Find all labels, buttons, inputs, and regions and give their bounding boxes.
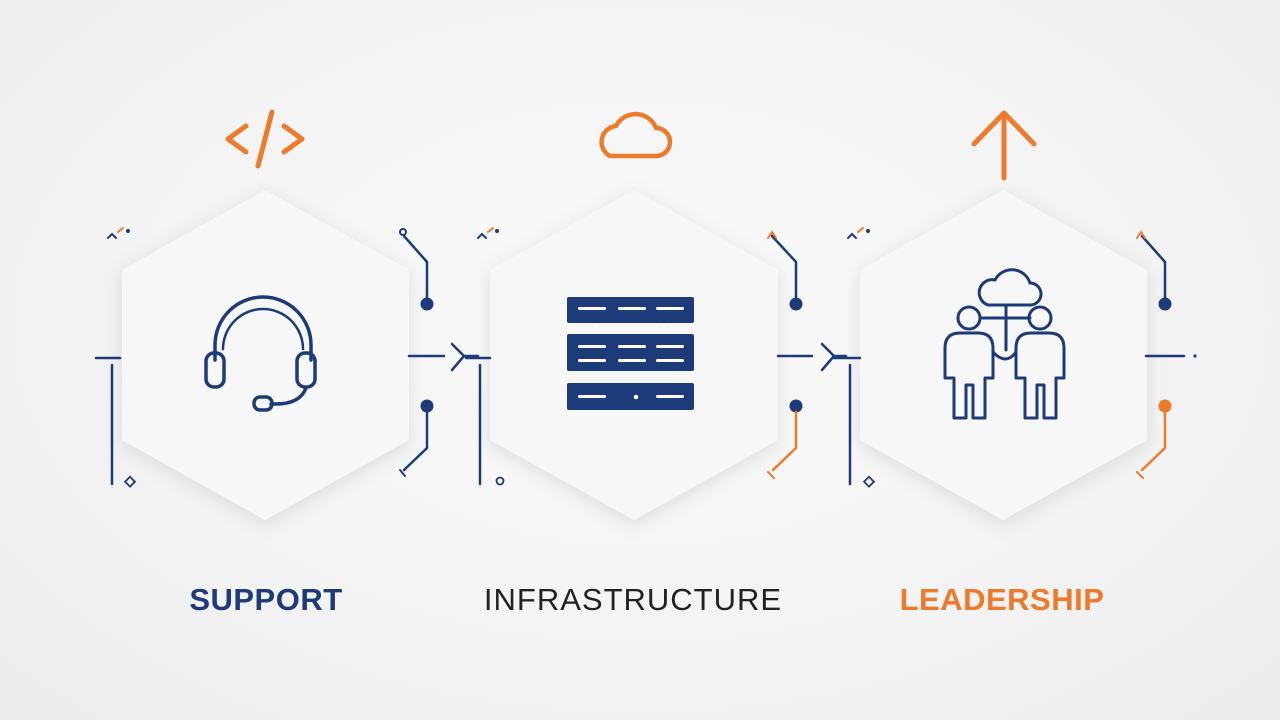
circuit-right-infrastructure	[767, 230, 803, 479]
circuit-right-leadership	[1136, 230, 1197, 479]
stage-label-support: SUPPORT	[189, 582, 343, 617]
connector-support-to-infrastructure	[407, 342, 480, 372]
cloud-icon	[599, 111, 673, 159]
stage-label-infrastructure: INFRASTRUCTURE	[483, 582, 783, 617]
hexagon-leadership	[860, 190, 1147, 520]
circuit-left-infrastructure	[464, 227, 505, 486]
connector-infrastructure-to-leadership	[776, 342, 848, 372]
circuit-right-support	[399, 228, 434, 477]
headset-icon	[204, 295, 317, 412]
circuit-left-support	[94, 227, 137, 488]
server-rack-icon	[567, 297, 694, 410]
arrow-up-icon	[971, 110, 1037, 181]
hexagon-support	[122, 190, 409, 520]
circuit-left-leadership	[832, 227, 876, 488]
code-icon	[225, 109, 305, 169]
team-cloud-icon	[943, 268, 1066, 420]
stage-label-leadership: LEADERSHIP	[899, 582, 1105, 617]
